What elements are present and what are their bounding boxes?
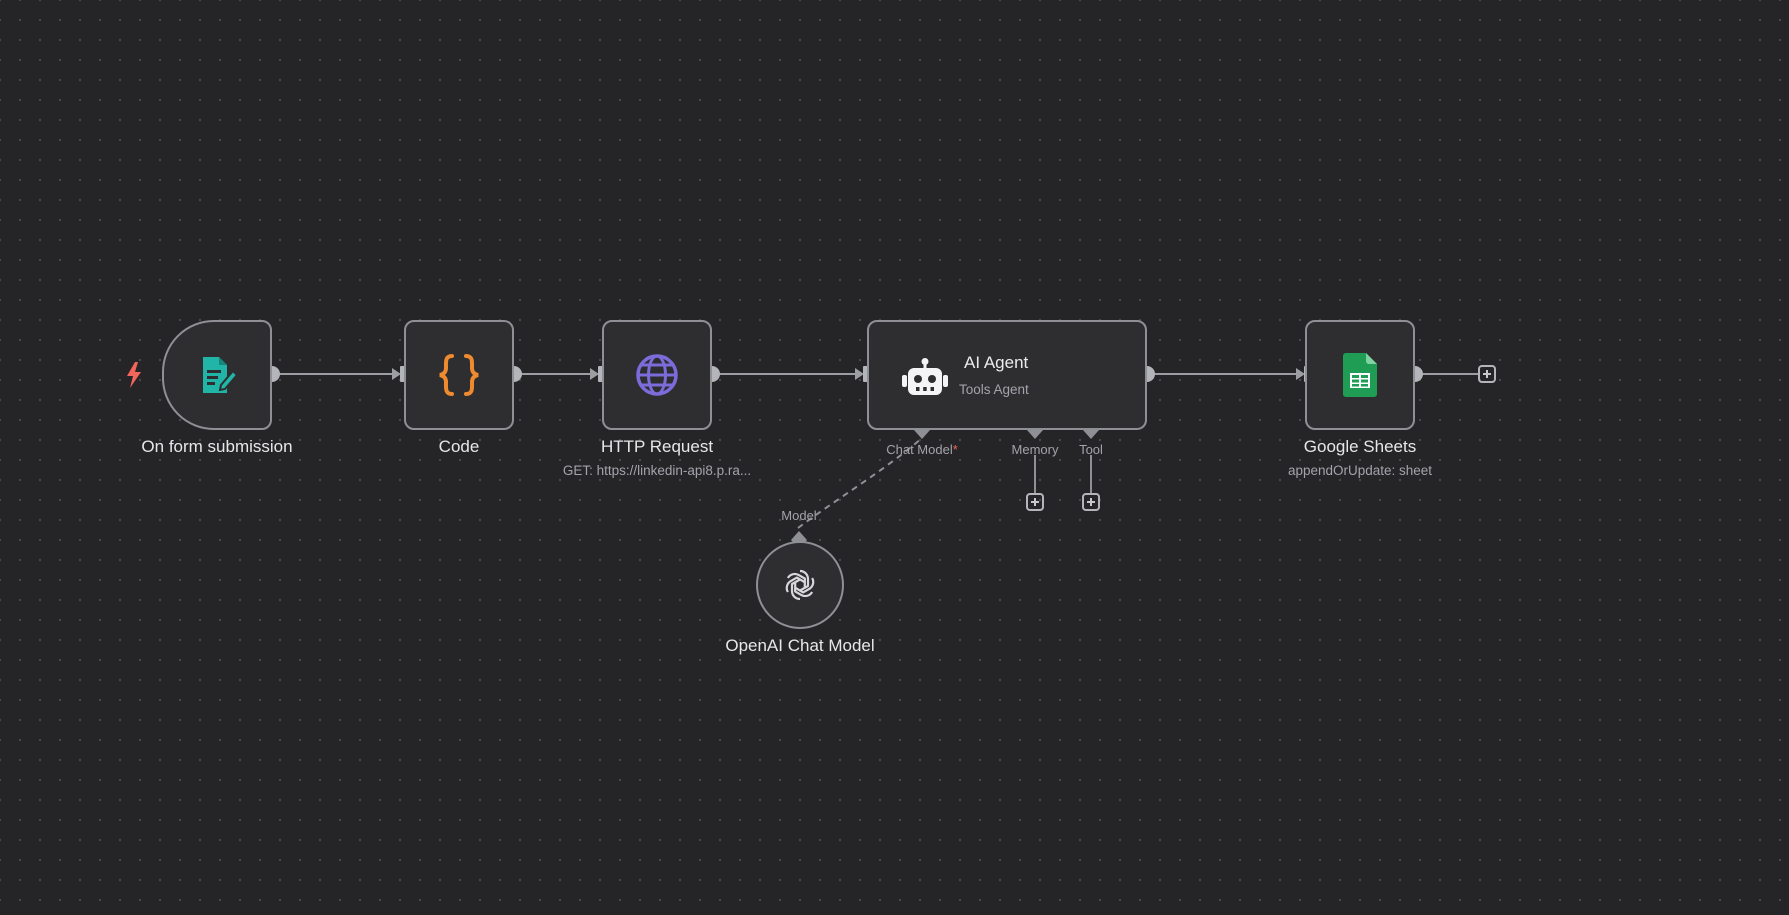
ai-agent-text: AI Agent Tools Agent [959,353,1029,397]
node-on-form-submission[interactable] [162,320,272,430]
connection-arrow-code [392,368,401,380]
google-sheets-icon [1343,353,1377,397]
node-http-request[interactable] [602,320,712,430]
input-port-http[interactable] [598,366,603,382]
input-port-agent[interactable] [863,366,868,382]
node-label-google-sheets: Google Sheets [1303,437,1417,456]
port-label-chat-model: Chat Model* [886,442,958,457]
add-tool-button[interactable] [1082,493,1100,511]
node-subtitle-ai-agent: Tools Agent [959,382,1029,397]
node-label-http-request: HTTP Request [600,437,714,456]
robot-icon [902,358,948,395]
port-label-model: Model [781,508,817,523]
port-label-tool: Tool [1079,442,1103,457]
input-port-code[interactable] [400,366,405,382]
node-ai-agent[interactable]: AI Agent Tools Agent [867,320,1147,430]
port-label-chat-model-text: Chat Model [886,442,953,457]
node-label-ai-agent: AI Agent [964,353,1029,372]
node-subtitle-http-request: GET: https://linkedin-api8.p.ra... [562,463,752,478]
connection-arrow-agent [855,368,864,380]
node-label-openai-chat-model: OpenAI Chat Model [725,636,875,655]
add-node-button[interactable] [1478,365,1496,383]
openai-icon [785,569,815,601]
connection-model-to-agent[interactable] [797,437,923,529]
globe-icon [636,354,678,396]
node-label-on-form-submission: On form submission [141,437,293,456]
node-label-code: Code [438,437,480,456]
form-icon [203,357,239,393]
node-google-sheets[interactable] [1305,320,1415,430]
required-indicator: * [952,442,958,457]
connection-arrow-http [590,368,599,380]
node-code[interactable] [404,320,514,430]
port-label-memory: Memory [1011,442,1059,457]
connection-arrow-sheets [1296,368,1305,380]
node-subtitle-google-sheets: appendOrUpdate: sheet [1287,463,1433,478]
node-openai-chat-model[interactable] [756,541,844,629]
curly-braces-icon [439,354,479,396]
lightning-bolt-icon [127,362,141,388]
add-memory-button[interactable] [1026,493,1044,511]
